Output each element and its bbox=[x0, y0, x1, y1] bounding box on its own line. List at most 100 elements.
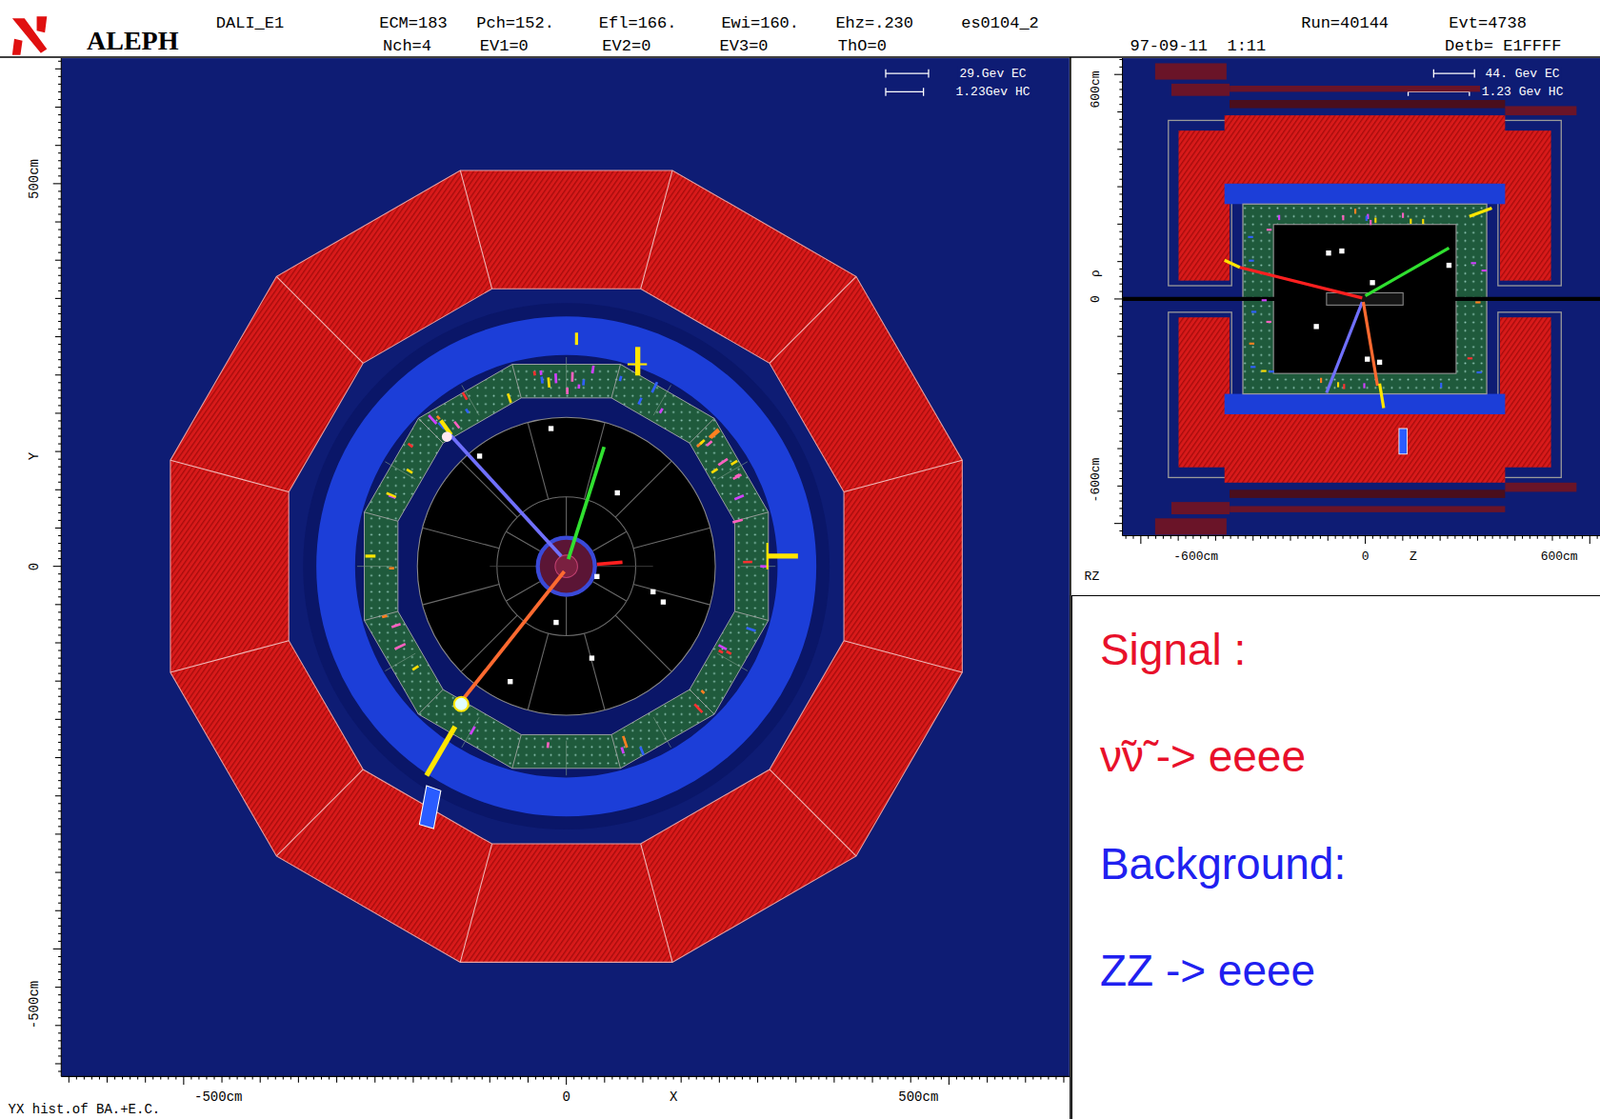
ruler-tick bbox=[58, 99, 61, 100]
ruler-tick bbox=[1119, 313, 1122, 315]
ruler-tick bbox=[175, 1076, 177, 1080]
ecal-hit bbox=[733, 474, 742, 480]
ruler-tick bbox=[1440, 536, 1441, 541]
rz-detector-part bbox=[1224, 183, 1506, 204]
ruler-tick bbox=[1119, 119, 1122, 120]
rz-ecal-hit bbox=[1341, 215, 1344, 220]
ecal-hit bbox=[746, 627, 757, 631]
ruler-tick bbox=[1119, 140, 1122, 142]
ruler-tick bbox=[1589, 536, 1591, 545]
ruler-tick bbox=[58, 596, 61, 598]
ruler-tick bbox=[58, 734, 61, 736]
ruler-tick bbox=[963, 1076, 965, 1080]
ecal-hit bbox=[581, 379, 585, 385]
ruler-tick bbox=[404, 1076, 406, 1080]
ruler-tick bbox=[948, 1076, 950, 1085]
rz-detector-part bbox=[1224, 414, 1506, 483]
ruler-tick bbox=[749, 1076, 751, 1080]
ruler-tick bbox=[55, 872, 61, 874]
calorimeter-module-line bbox=[276, 769, 363, 857]
ruler-tick bbox=[1147, 536, 1149, 540]
ruler-tick bbox=[825, 1076, 827, 1080]
rz-hit bbox=[1377, 360, 1382, 365]
ruler-tick bbox=[1119, 59, 1122, 60]
header-field: DALI_E1 bbox=[216, 14, 284, 31]
ruler-tick bbox=[1320, 536, 1321, 540]
rz-detector-part bbox=[1155, 518, 1227, 535]
ruler-tick bbox=[58, 918, 61, 920]
ruler-tick bbox=[848, 1076, 850, 1080]
ruler-tick bbox=[55, 986, 61, 988]
ruler-tick bbox=[55, 680, 61, 682]
rz-detector-part bbox=[1229, 489, 1505, 499]
rz-detector-part bbox=[1155, 62, 1227, 80]
tpc-sector-line bbox=[592, 531, 626, 551]
rz-ecal-hit bbox=[1249, 342, 1255, 345]
ruler-tick bbox=[1357, 536, 1359, 540]
calorimeter-module-line bbox=[769, 276, 857, 363]
ruler-tick bbox=[580, 1076, 582, 1080]
rz-detector-part bbox=[1179, 130, 1231, 281]
rz-ecal-hit bbox=[1250, 365, 1256, 368]
ruler-tick bbox=[58, 497, 61, 499]
ruler-tick bbox=[474, 1076, 476, 1080]
ruler-tick bbox=[895, 1076, 897, 1080]
tpc-sector-line bbox=[633, 583, 711, 605]
ruler-tick bbox=[1117, 336, 1122, 338]
ruler-tick bbox=[626, 1076, 628, 1080]
ruler-tick bbox=[1401, 536, 1403, 541]
rz-detector-part bbox=[1498, 312, 1561, 479]
ruler-tick bbox=[1506, 536, 1508, 540]
ruler-tick bbox=[374, 1076, 376, 1082]
rz-ecal-hit bbox=[1248, 260, 1254, 262]
ruler-tick bbox=[58, 611, 61, 613]
ruler-tick bbox=[504, 1076, 506, 1080]
ecal-hit bbox=[622, 736, 627, 748]
ruler-tick bbox=[1114, 74, 1123, 76]
rz-detector-part bbox=[1500, 130, 1552, 281]
ruler-tick bbox=[58, 160, 61, 161]
ruler-tick bbox=[1119, 103, 1122, 105]
ruler-tick bbox=[58, 696, 61, 698]
ruler-tick bbox=[1417, 536, 1419, 540]
ruler-tick bbox=[872, 1076, 874, 1082]
ruler-tick bbox=[58, 313, 61, 315]
ecal-module-line bbox=[717, 653, 748, 671]
ruler-tick bbox=[58, 535, 61, 537]
ruler-tick bbox=[58, 1055, 61, 1057]
ruler-tick bbox=[58, 366, 61, 368]
header-field: Efl=166. bbox=[599, 14, 678, 31]
calorimeter-module-line bbox=[640, 170, 673, 289]
ruler-tick bbox=[1119, 193, 1122, 195]
ruler-tick bbox=[58, 443, 61, 445]
ruler-tick bbox=[58, 940, 61, 942]
ruler-tick bbox=[1192, 536, 1194, 540]
rz-detector-part bbox=[1498, 120, 1561, 286]
ruler-tick bbox=[489, 1076, 491, 1082]
ecal-module-line bbox=[611, 734, 620, 768]
ruler-tick bbox=[1230, 536, 1232, 540]
ecal-module-line bbox=[512, 734, 521, 768]
rz-track bbox=[1224, 260, 1240, 268]
ruler-tick bbox=[106, 1076, 108, 1082]
ruler-tick bbox=[443, 1076, 445, 1080]
ruler-tick bbox=[1574, 536, 1576, 540]
energy-deposit bbox=[635, 346, 640, 376]
beam-pipe bbox=[555, 555, 579, 579]
ruler-tick bbox=[497, 1076, 499, 1080]
ruler-tick bbox=[1119, 163, 1122, 165]
axis-label: Y bbox=[27, 452, 41, 460]
ruler-tick bbox=[55, 1062, 61, 1064]
ruler-tick bbox=[58, 573, 61, 575]
ruler-tick bbox=[58, 703, 61, 705]
ruler-tick bbox=[58, 1009, 61, 1011]
ruler-tick bbox=[1119, 239, 1122, 240]
rz-ecal-hit bbox=[1365, 216, 1368, 221]
ruler-tick bbox=[1119, 433, 1122, 435]
ruler-tick bbox=[1207, 536, 1209, 540]
ruler-tick bbox=[1432, 536, 1434, 540]
ruler-tick bbox=[1119, 328, 1122, 330]
ruler-tick bbox=[1275, 536, 1277, 540]
ruler-tick bbox=[535, 1076, 537, 1080]
ruler-tick bbox=[1178, 536, 1180, 541]
